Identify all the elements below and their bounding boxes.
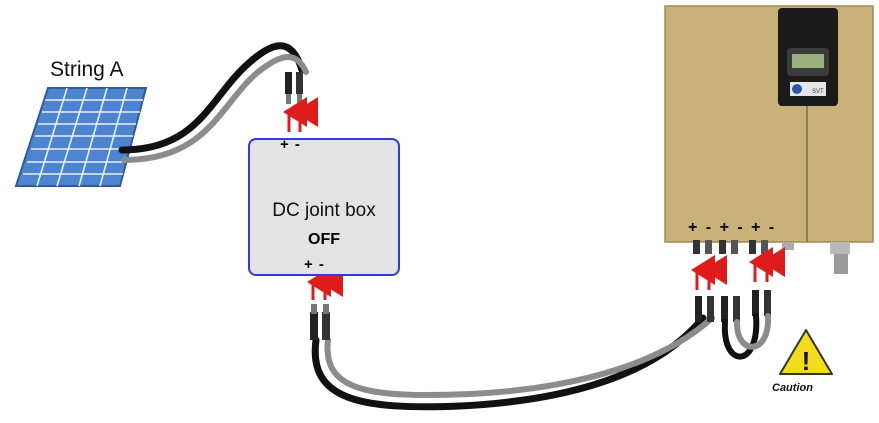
joint-box-state: OFF <box>308 231 340 248</box>
caution-icon: ! <box>779 329 833 376</box>
arrows-inverter <box>691 247 785 290</box>
arrows-bottom <box>307 267 343 300</box>
joint-box-polarity-top: + - <box>280 136 301 153</box>
cable-box-to-inverter <box>311 314 715 411</box>
joint-box <box>248 138 400 276</box>
arrows-top <box>283 97 318 132</box>
connectors-top <box>285 72 303 104</box>
connectors-bottom <box>310 304 330 340</box>
inverter-plugs <box>695 290 771 322</box>
joint-box-title: DC joint box <box>272 200 376 221</box>
panel-label: String A <box>50 58 124 81</box>
inverter: SVT <box>664 5 874 274</box>
caution-symbol: ! <box>802 346 811 376</box>
caution-label: Caution <box>772 382 813 394</box>
cable-panel-to-box <box>118 42 309 163</box>
inverter-brand: SVT <box>812 89 824 95</box>
solar-panel <box>14 87 148 187</box>
joint-box-polarity-bottom: + - <box>304 256 325 273</box>
loop-cable <box>721 313 772 360</box>
inverter-polarity-labels: + - + - + - <box>688 219 777 236</box>
